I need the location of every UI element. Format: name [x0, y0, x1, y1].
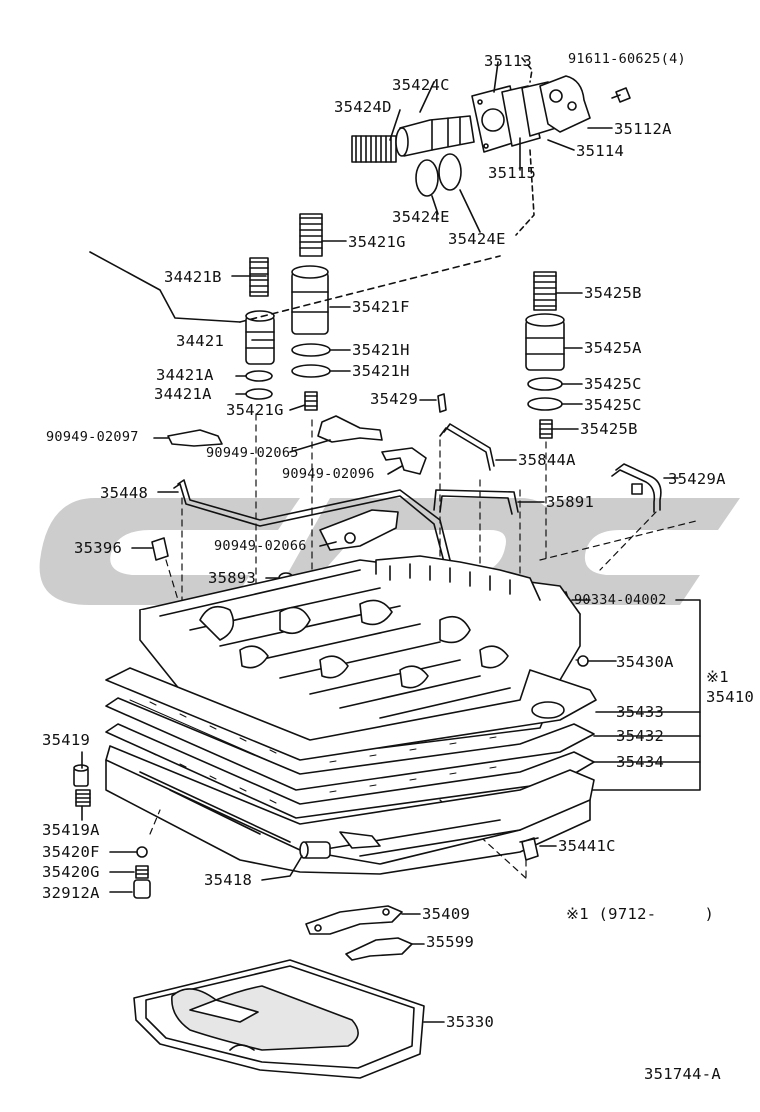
label-35409: 35409 [422, 905, 471, 923]
label-35429: 35429 [370, 390, 419, 408]
sleeve-35425A [525, 313, 565, 371]
label-35113: 35113 [484, 52, 533, 70]
label-35396: 35396 [74, 539, 123, 557]
label-35419A: 35419A [42, 821, 100, 839]
plate-35432 [105, 697, 595, 791]
label-35420G: 35420G [42, 863, 100, 881]
label-35410: 35410 [706, 688, 755, 706]
oil-pan-35330 [133, 959, 425, 1079]
label-35599: 35599 [426, 933, 475, 951]
piston-35424C [395, 115, 475, 157]
label-35424C: 35424C [392, 76, 450, 94]
label-90949-02096: 90949-02096 [282, 466, 375, 482]
label-35421H-2: 35421H [352, 362, 410, 380]
label-35421F: 35421F [352, 298, 410, 316]
plug-35419 [73, 764, 89, 787]
plug-35396 [151, 537, 169, 561]
spring-34421B [249, 257, 269, 297]
label-35433: 35433 [616, 703, 665, 721]
label-35425C-2: 35425C [584, 396, 642, 414]
plate-35434 [105, 723, 595, 819]
bolt-35441C [519, 837, 539, 861]
sleeve-35421F [291, 265, 329, 335]
label-35425B-2: 35425B [580, 420, 638, 438]
label-35448: 35448 [100, 484, 149, 502]
label-35418: 35418 [204, 871, 253, 889]
label-diagram-id: 351744-A [644, 1065, 722, 1083]
label-34421: 34421 [176, 332, 225, 350]
bracket-35409 [305, 905, 403, 935]
label-35432: 35432 [616, 727, 665, 745]
label-35430A: 35430A [616, 653, 674, 671]
label-90334-04002: 90334-04002 [574, 592, 667, 608]
bracket-90949-02097 [167, 429, 223, 447]
label-34421B: 34421B [164, 268, 222, 286]
tube-35891 [433, 489, 519, 515]
label-90949-02066: 90949-02066 [214, 538, 307, 554]
label-34421A-1: 34421A [156, 366, 214, 384]
label-35424D: 35424D [334, 98, 392, 116]
orings-35424E [415, 153, 462, 197]
label-35429A: 35429A [668, 470, 726, 488]
label-35425B-1: 35425B [584, 284, 642, 302]
label-35419: 35419 [42, 731, 91, 749]
bracket-90949-02096 [381, 447, 427, 475]
label-35420F: 35420F [42, 843, 100, 861]
label-90949-02097: 90949-02097 [46, 429, 139, 445]
label-91611-60625: 91611-60625(4) [568, 51, 686, 67]
label-note-mark: ※1 [706, 668, 729, 686]
label-35115: 35115 [488, 164, 537, 182]
label-34421A-2: 34421A [154, 385, 212, 403]
label-35424E-1: 35424E [392, 208, 450, 226]
label-90949-02065: 90949-02065 [206, 445, 299, 461]
spring-35419A [75, 789, 91, 807]
label-35421G: 35421G [348, 233, 406, 251]
bolt-91611 [615, 87, 631, 103]
plug-35418 [299, 841, 331, 859]
label-35425A: 35425A [584, 339, 642, 357]
label-35434: 35434 [616, 753, 665, 771]
label-35421H-1: 35421H [352, 341, 410, 359]
lower-body [105, 745, 595, 875]
label-note-text: ※1 (9712- ) [566, 905, 715, 923]
spring-35424D [351, 135, 397, 163]
label-35425C-1: 35425C [584, 375, 642, 393]
bracket-90949-02065 [317, 415, 383, 443]
label-35844A: 35844A [518, 451, 576, 469]
label-35891: 35891 [546, 493, 595, 511]
label-35893: 35893 [208, 569, 257, 587]
label-32912A: 32912A [42, 884, 100, 902]
spring-35421G [299, 213, 323, 257]
plate-90949-02066 [319, 509, 399, 551]
label-35112A: 35112A [614, 120, 672, 138]
label-35114: 35114 [576, 142, 625, 160]
label-35330: 35330 [446, 1013, 495, 1031]
bracket-35599 [345, 937, 413, 961]
tube-35844A [439, 423, 495, 471]
tube-35429A [611, 463, 662, 513]
plate-35433 [105, 667, 597, 761]
spring-35425B [533, 271, 557, 311]
cover-35112A [539, 75, 591, 133]
label-35424E-2: 35424E [448, 230, 506, 248]
label-35421G-2: 35421G [226, 401, 284, 419]
label-35441C: 35441C [558, 837, 616, 855]
